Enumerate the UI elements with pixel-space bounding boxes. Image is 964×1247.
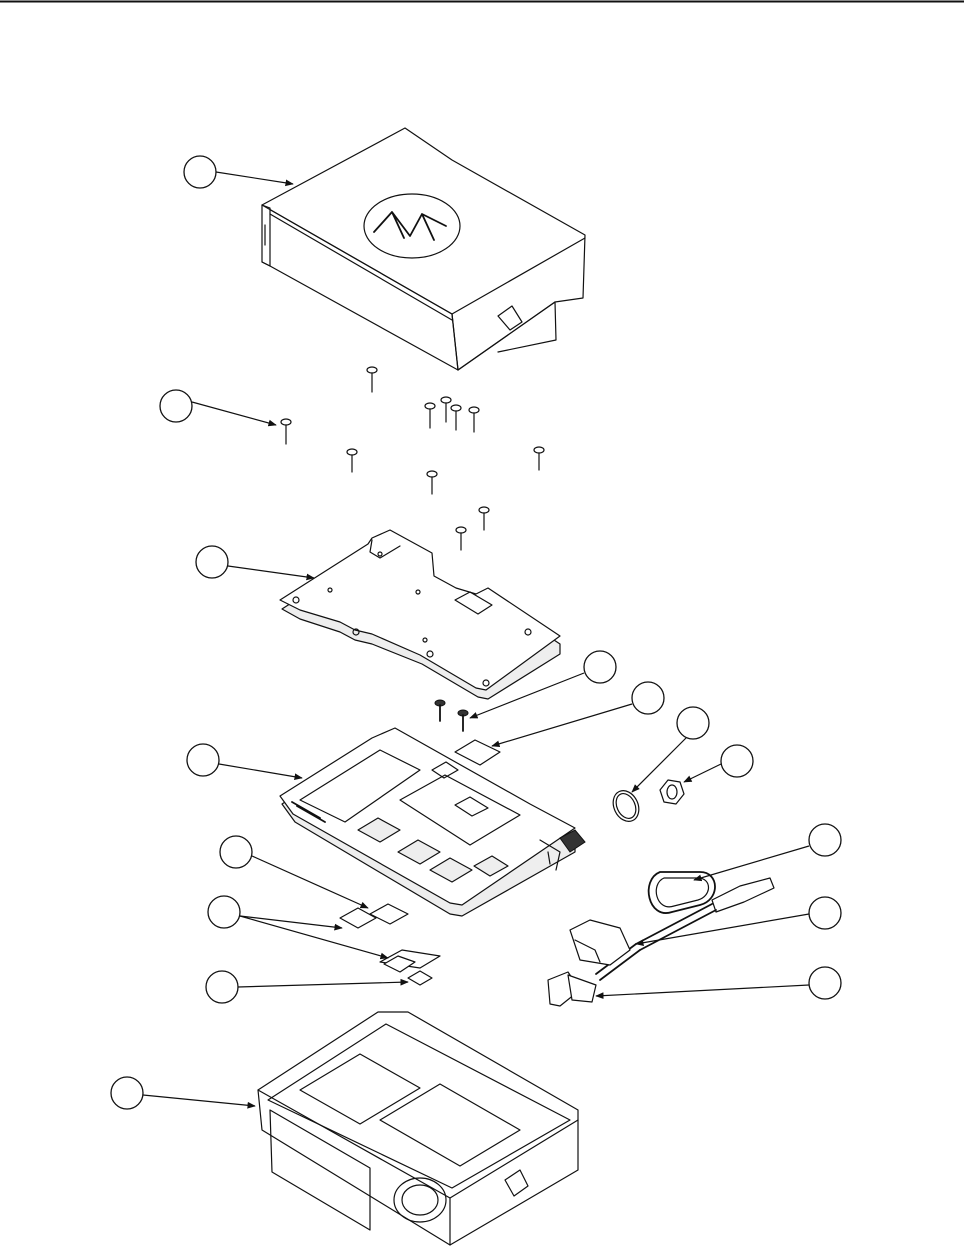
callout-thermal-pad (492, 682, 664, 746)
screw (347, 449, 357, 472)
screw-set (281, 367, 544, 550)
callout-o-ring (632, 707, 709, 792)
chassis (258, 1012, 578, 1245)
cable-assembly (548, 872, 774, 1006)
thermal-pads (340, 904, 440, 985)
callout-cover (184, 156, 293, 188)
callout-chassis (111, 1077, 255, 1109)
thermal-pad (455, 740, 500, 765)
screw (479, 507, 489, 530)
callout-cable (694, 824, 841, 880)
screw (534, 447, 544, 470)
callout-screws (160, 390, 276, 425)
callout-shield (196, 546, 314, 578)
callout-nut (684, 745, 753, 782)
screw (456, 527, 466, 550)
screw (451, 405, 461, 430)
screw (425, 403, 435, 428)
callout-pad-small (206, 971, 408, 1003)
main-board (280, 728, 585, 916)
callout-board (187, 744, 302, 778)
callout-accessory-connector (596, 967, 841, 999)
screw (367, 367, 377, 392)
top-cover (262, 128, 585, 370)
screw (281, 419, 291, 444)
screw (441, 397, 451, 422)
rf-shield (280, 530, 560, 699)
hex-nut (660, 780, 684, 804)
o-ring (608, 786, 643, 825)
screw (427, 471, 437, 494)
small-screw-pair (435, 700, 468, 731)
screw (469, 407, 479, 432)
